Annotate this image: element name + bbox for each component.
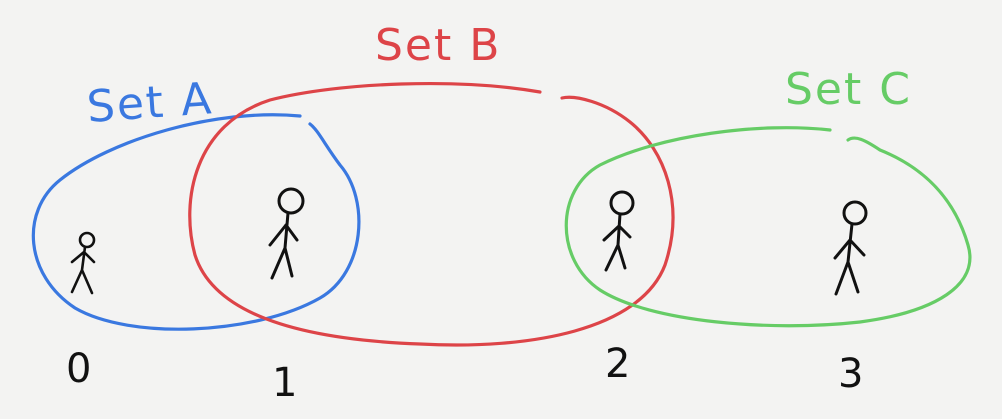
set-a-ellipse <box>31 113 361 331</box>
person-figure-2 <box>602 190 635 272</box>
set-b-ellipse <box>188 81 675 347</box>
item-number-2: 2 <box>605 341 630 387</box>
set-c-label: Set C <box>785 64 912 115</box>
item-number-3: 3 <box>838 351 863 397</box>
set-b-label: Set B <box>375 20 501 71</box>
item-number-1: 1 <box>272 360 297 406</box>
person-figure-0 <box>70 231 96 295</box>
set-c-ellipse <box>564 126 972 328</box>
item-number-0: 0 <box>66 346 91 392</box>
set-a-label: Set A <box>85 73 215 133</box>
person-figure-3 <box>833 200 868 296</box>
person-figure-1 <box>268 187 305 280</box>
